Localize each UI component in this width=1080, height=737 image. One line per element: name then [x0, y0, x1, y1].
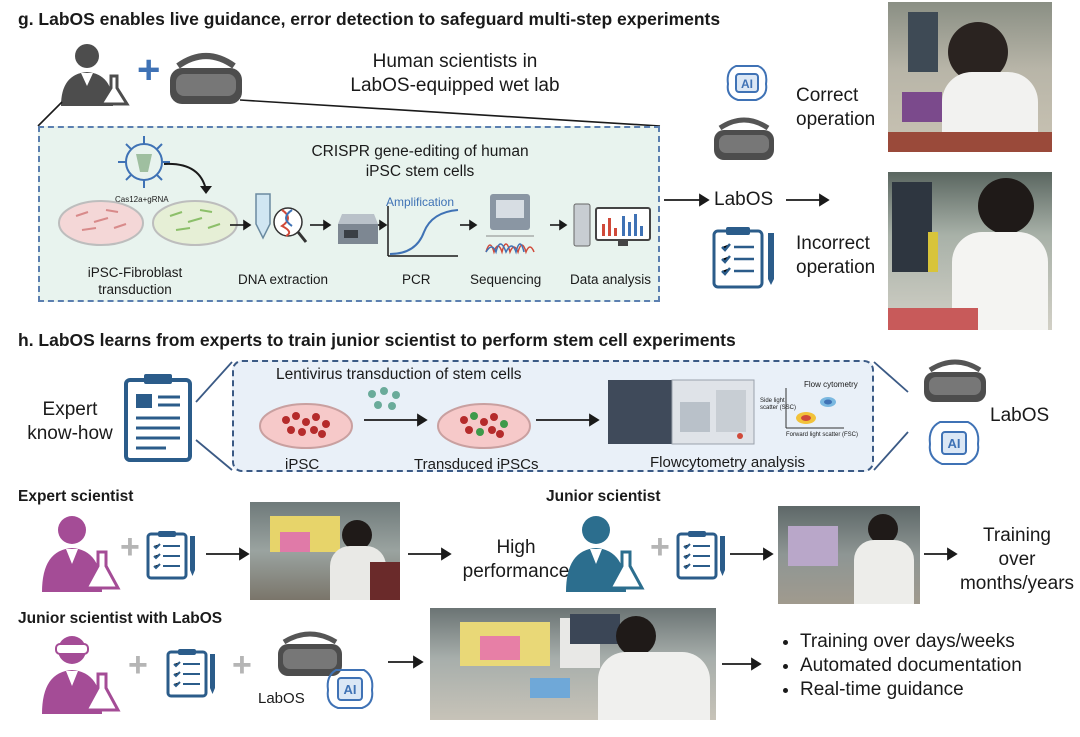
ai-chip-text: AI — [948, 436, 961, 451]
ai-chip-text: AI — [741, 77, 753, 91]
photo-expert-hood — [250, 502, 400, 600]
clipboard-icon — [676, 531, 725, 580]
junior-scientist-title: Junior scientist — [546, 488, 661, 505]
incorrect-operation-label: Incorrect operation — [796, 233, 876, 278]
clipboard-icon — [712, 227, 774, 289]
ai-chip-text: AI — [344, 682, 357, 697]
clipboard-icon — [146, 531, 195, 580]
plus-icon: + — [137, 48, 161, 92]
expert-scientist-icon — [42, 516, 121, 592]
plus-icon: + — [120, 528, 140, 566]
computer-icon — [573, 203, 651, 247]
photo-junior-hood — [778, 506, 920, 604]
curved-arrow — [163, 162, 212, 194]
crispr-title: CRISPR gene-editing of human iPSC stem c… — [311, 143, 529, 180]
virus-particles-icon — [368, 387, 400, 410]
labos-label-h: LabOS — [990, 405, 1050, 426]
petri-dish-transduced — [152, 200, 238, 246]
benefit-item: Training over days/weeks — [800, 630, 1022, 654]
flow-plot-title: Flow cytometry — [804, 380, 858, 389]
plus-icon: + — [232, 646, 252, 684]
plus-icon: + — [650, 528, 670, 566]
section-g-title: g. LabOS enables live guidance, error de… — [18, 9, 721, 29]
plus-icon: + — [128, 646, 148, 684]
dish-transduced — [437, 403, 531, 449]
photo-incorrect-operation — [888, 172, 1052, 330]
scientist-icon — [61, 44, 130, 106]
junior-labos-title: Junior scientist with LabOS — [18, 610, 223, 627]
expert-scientist-title: Expert scientist — [18, 488, 134, 505]
amplification-label: Amplification — [386, 195, 455, 209]
sequencer-icon — [485, 194, 535, 255]
labos-label-g: LabOS — [714, 189, 774, 210]
human-scientists-label: Human scientists in LabOS-equipped wet l… — [350, 51, 560, 96]
training-months-label: Training over months/years — [959, 525, 1075, 594]
dna-tube-icon — [255, 193, 308, 243]
ipsc-label: iPSC — [285, 456, 320, 473]
ai-chip-icon: AI — [928, 421, 980, 465]
benefit-item: Real-time guidance — [800, 678, 1022, 702]
amplification-curve — [387, 206, 459, 257]
vr-headset-icon — [170, 53, 242, 104]
clipboard-icon — [166, 649, 215, 698]
pcr-label: PCR — [402, 272, 431, 287]
flow-plot — [785, 388, 844, 429]
benefits-list: Training over days/weeks Automated docum… — [776, 630, 1022, 702]
cas-label: Cas12a+gRNA — [115, 195, 169, 204]
document-icon — [124, 374, 192, 462]
benefit-item: Automated documentation — [800, 654, 1022, 678]
junior-scientist-icon — [566, 516, 645, 592]
flow-plot-xlabel: Forward light scatter (FSC) — [786, 432, 859, 438]
virus-icon — [118, 136, 170, 188]
section-h-title: h. LabOS learns from experts to train ju… — [18, 330, 736, 350]
lentivirus-label: Lentivirus transduction of stem cells — [276, 366, 522, 383]
vr-headset-icon — [714, 117, 774, 160]
vr-headset-icon — [924, 359, 986, 402]
labos-label-row: LabOS — [258, 690, 305, 707]
petri-dish-fibroblast — [58, 200, 144, 246]
photo-correct-operation — [888, 2, 1052, 152]
junior-scientist-goggles-icon — [42, 636, 121, 714]
fibroblast-label: iPSC-Fibroblast transduction — [87, 265, 183, 297]
expert-know-how-label: Expert know-how — [27, 399, 113, 444]
ai-chip-icon: AI — [326, 669, 374, 709]
correct-operation-label: Correct operation — [796, 85, 876, 130]
flow-plot-ylabel: Side light scatter (SSC) — [760, 398, 797, 411]
vr-headset-icon — [278, 631, 342, 676]
flow-cytometer-icon — [608, 379, 755, 445]
photo-junior-labos-hood — [430, 608, 716, 720]
pcr-machine-icon — [338, 214, 378, 244]
dna-extraction-label: DNA extraction — [238, 272, 329, 287]
sequencing-label: Sequencing — [470, 272, 542, 287]
flowcytometry-label: Flowcytometry analysis — [650, 454, 806, 471]
transduced-ipsc-label: Transduced iPSCs — [414, 456, 539, 473]
ai-chip-icon: AI — [726, 65, 768, 101]
high-performance-label: High performance — [462, 537, 570, 582]
data-analysis-label: Data analysis — [570, 272, 652, 287]
dish-ipsc — [259, 403, 353, 449]
